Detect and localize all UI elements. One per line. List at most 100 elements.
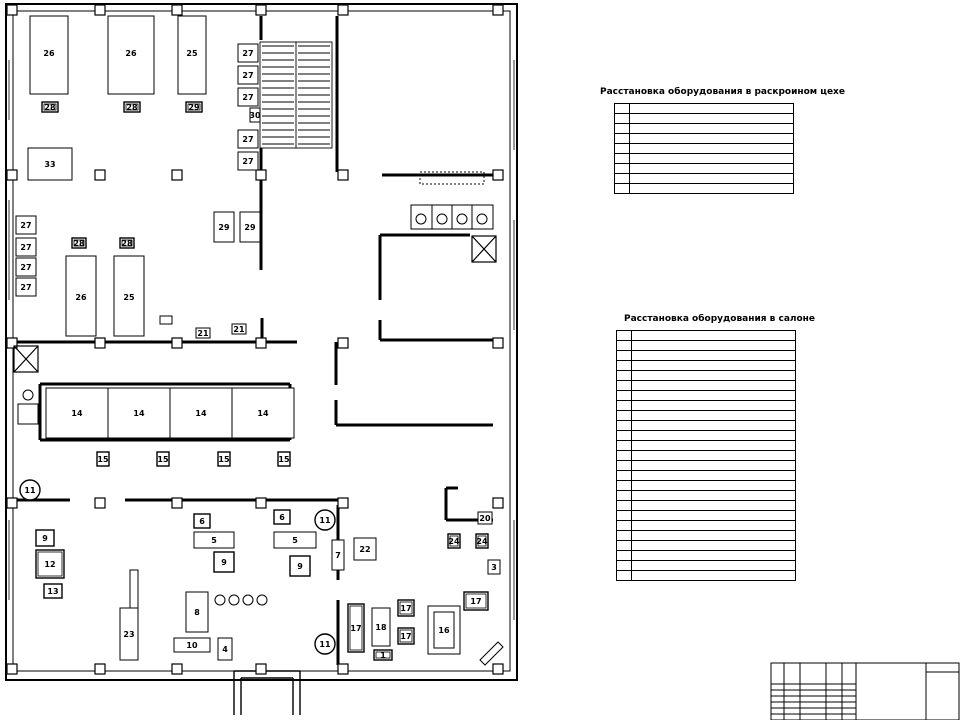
- item-17: 17: [347, 603, 365, 653]
- legend-salon-row-num: [616, 370, 632, 381]
- legend-salon-row-num: [616, 470, 632, 481]
- legend-salon-row: [616, 430, 796, 441]
- item-23-label: 23: [123, 630, 134, 639]
- tag-27: 27: [15, 257, 37, 277]
- item-30-label: 30: [249, 111, 261, 120]
- item-17-label: 17: [400, 604, 411, 613]
- column: [337, 337, 349, 349]
- legend-salon-row-num: [616, 390, 632, 401]
- legend-salon-row-text: [631, 330, 796, 341]
- legend-cutting-row-num: [614, 123, 630, 134]
- legend-cutting-row-num: [614, 163, 630, 174]
- table-14: 14: [169, 387, 233, 439]
- tag-28: 28: [41, 101, 59, 113]
- legend-salon-row: [616, 490, 796, 501]
- tag-29: 29: [185, 101, 203, 113]
- column: [337, 169, 349, 181]
- cutting-table: 25: [177, 15, 207, 95]
- tag-15: 15: [96, 451, 110, 467]
- tag-21: 21: [231, 323, 247, 335]
- legend-salon-row: [616, 500, 796, 511]
- item-20: 20: [477, 511, 493, 525]
- legend-salon-row-text: [631, 390, 796, 401]
- item-4: 4: [217, 637, 233, 661]
- legend-salon-row-text: [631, 470, 796, 481]
- legend-cutting-row: [614, 143, 794, 154]
- legend-salon-row-num: [616, 400, 632, 411]
- item-17-label: 17: [400, 632, 411, 641]
- column: [492, 4, 504, 16]
- item-17: 17: [463, 591, 489, 611]
- item-7-label: 7: [335, 551, 341, 560]
- column: [94, 337, 106, 349]
- tag-27-label: 27: [242, 135, 253, 144]
- legend-salon-row: [616, 330, 796, 341]
- legend-salon-row-text: [631, 510, 796, 521]
- item-24: 24: [475, 533, 489, 549]
- legend-cutting-row-text: [629, 113, 794, 124]
- tag-29-label: 29: [218, 223, 230, 232]
- legend-salon-row-text: [631, 450, 796, 461]
- tag-21: 21: [195, 327, 211, 339]
- item-5-label: 5: [211, 536, 217, 545]
- legend-salon-row-text: [631, 370, 796, 381]
- legend-salon-row-text: [631, 420, 796, 431]
- column: [6, 337, 18, 349]
- tag-27: 27: [237, 129, 259, 149]
- item-8: 8: [185, 591, 209, 633]
- legend-salon-row-text: [631, 540, 796, 551]
- column: [94, 4, 106, 16]
- item-17: 17: [397, 599, 415, 617]
- legend-salon-row: [616, 380, 796, 391]
- tag-27: 27: [237, 87, 259, 107]
- item-5: 5: [273, 531, 317, 549]
- tag-15-label: 15: [157, 455, 169, 464]
- legend-cutting-row-num: [614, 133, 630, 144]
- legend-salon-row-num: [616, 540, 632, 551]
- column: [492, 337, 504, 349]
- table-14-label: 14: [71, 409, 83, 418]
- legend-salon-row-num: [616, 480, 632, 491]
- legend-salon-row-num: [616, 330, 632, 341]
- item-24-label: 24: [448, 537, 460, 546]
- legend-cutting-row: [614, 153, 794, 164]
- tag-15: 15: [217, 451, 231, 467]
- column: [171, 337, 183, 349]
- legend-salon-row: [616, 460, 796, 471]
- legend-cutting-row-num: [614, 143, 630, 154]
- item-5: 5: [193, 531, 235, 549]
- staircase: [259, 41, 333, 149]
- legend-salon-row-num: [616, 490, 632, 501]
- table-14-label: 14: [257, 409, 269, 418]
- column: [171, 4, 183, 16]
- item-6-label: 6: [279, 513, 285, 522]
- tag-28: 28: [123, 101, 141, 113]
- item-12: 12: [35, 549, 65, 579]
- legend-cutting-row-num: [614, 113, 630, 124]
- column: [492, 169, 504, 181]
- item-12-label: 12: [44, 560, 55, 569]
- legend-salon-title: Расстановка оборудования в салоне: [624, 314, 815, 324]
- legend-salon-row: [616, 560, 796, 571]
- title-block: [770, 662, 960, 720]
- tag-15: 15: [277, 451, 291, 467]
- column: [6, 4, 18, 16]
- small-box: [159, 315, 173, 325]
- column: [6, 663, 18, 675]
- item-23: 23: [119, 607, 139, 661]
- tag-21-label: 21: [197, 329, 209, 338]
- table-14-label: 14: [195, 409, 207, 418]
- tag-27: 27: [15, 237, 37, 257]
- cutting-table: 26: [29, 15, 69, 95]
- item-16: 16: [433, 611, 455, 649]
- item-5-label: 5: [292, 536, 298, 545]
- item-13-label: 13: [47, 587, 58, 596]
- vent-shaft: [13, 235, 497, 373]
- column: [492, 663, 504, 675]
- item-17-label: 17: [350, 624, 361, 633]
- tag-15: 15: [156, 451, 170, 467]
- legend-salon-row: [616, 520, 796, 531]
- tag-29-label: 29: [188, 103, 200, 112]
- legend-salon-row-num: [616, 430, 632, 441]
